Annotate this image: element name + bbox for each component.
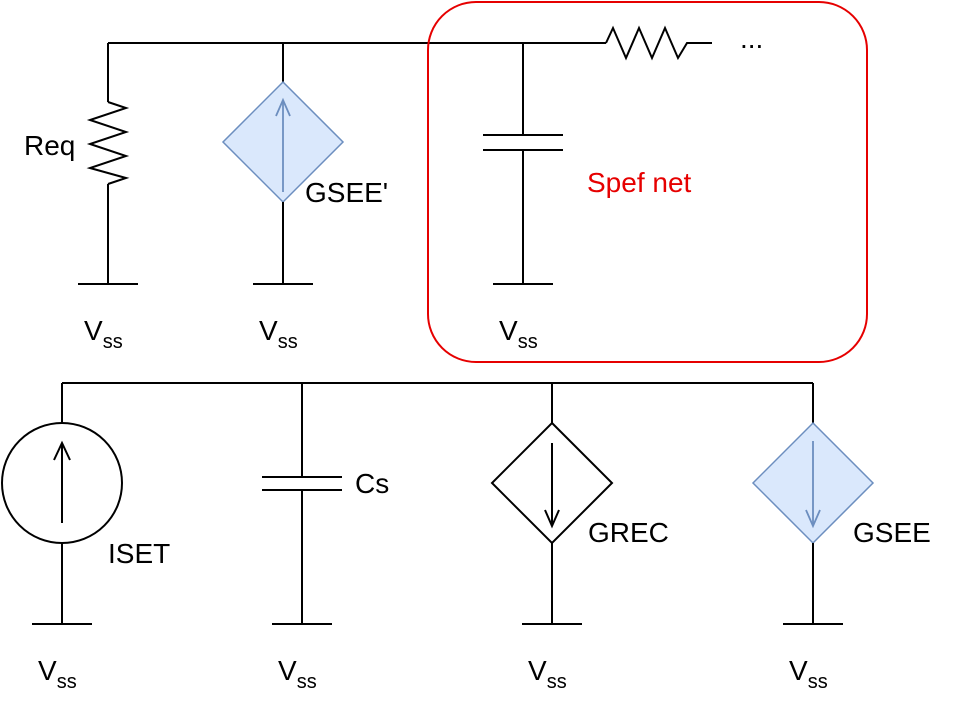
gsee-label: GSEE	[853, 517, 931, 548]
ground-label-cs: Vss	[278, 655, 317, 693]
ground-label-gsee-prime: Vss	[259, 315, 298, 353]
top-circuit: ... Req GSEE' Spef net	[24, 1, 868, 363]
spef-net-box	[427, 1, 868, 363]
gsee-arrow-head	[805, 509, 821, 529]
req-label: Req	[24, 130, 75, 161]
ellipsis-label: ...	[740, 23, 763, 54]
gsee-prime-arrow-head	[275, 97, 291, 117]
iset-arrow-head	[53, 440, 71, 461]
cs-label: Cs	[355, 468, 389, 499]
spef-capacitor-branch	[483, 43, 563, 285]
gsee-prime-label: GSEE'	[305, 177, 388, 208]
req-resistor	[86, 101, 130, 185]
gsee-branch: GSEE	[751, 383, 931, 625]
cs-branch: Cs	[262, 383, 389, 625]
iset-label: ISET	[108, 538, 170, 569]
ground-label-gsee: Vss	[789, 655, 828, 693]
iset-branch: ISET	[1, 383, 170, 625]
grec-arrow-head	[544, 509, 560, 529]
ground-label-spef: Vss	[499, 315, 538, 353]
bottom-circuit: ISET Cs GREC GS	[1, 382, 931, 693]
ground-label-iset: Vss	[38, 655, 77, 693]
grec-branch: GREC	[490, 383, 669, 625]
ground-label-grec: Vss	[528, 655, 567, 693]
spef-series-resistor	[605, 25, 712, 61]
req-branch: Req	[24, 43, 138, 285]
ground-label-req: Vss	[84, 315, 123, 353]
spef-net-label: Spef net	[587, 167, 692, 198]
grec-label: GREC	[588, 517, 669, 548]
gsee-prime-branch: GSEE'	[221, 43, 388, 285]
